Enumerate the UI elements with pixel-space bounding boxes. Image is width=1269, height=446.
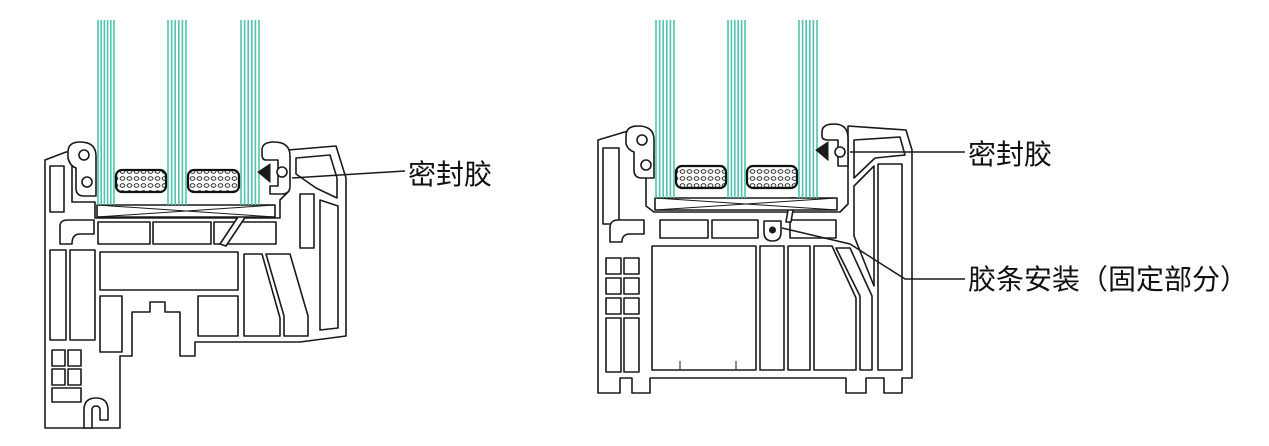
left-sash-upright-chamber bbox=[299, 193, 315, 249]
left-glass-panes bbox=[97, 20, 260, 205]
left-frame-small-chamber bbox=[51, 387, 82, 403]
left-inner-gasket-lobe bbox=[78, 149, 90, 161]
right-sash-rail-chamber bbox=[659, 219, 709, 239]
left-glazing-block bbox=[96, 204, 276, 218]
left-spacer-bar bbox=[186, 168, 241, 194]
left-profile-chambers bbox=[49, 154, 339, 429]
right-inner-glazing-gasket bbox=[625, 125, 655, 179]
right-sash-rail-chamber bbox=[711, 219, 759, 239]
left-frame-hook bbox=[59, 219, 95, 245]
left-frame-chamber-inner bbox=[69, 249, 96, 341]
right-inner-gasket-lobe bbox=[640, 159, 652, 171]
right-frame-small-chamber bbox=[605, 257, 622, 275]
right-frame-small-chamber bbox=[623, 257, 640, 275]
right-glazing-block-diagonal bbox=[654, 197, 838, 211]
left-sealant-leader-line bbox=[291, 170, 406, 179]
right-spacers bbox=[674, 164, 799, 190]
right-sash-top-chamber bbox=[853, 136, 906, 179]
left-glass-pane-2 bbox=[167, 20, 187, 205]
left-sash-upright-chamber bbox=[319, 199, 339, 331]
right-glass-pane-3 bbox=[798, 20, 818, 198]
right-glass-pane-2 bbox=[727, 20, 746, 198]
right-frame-small-chamber bbox=[623, 297, 640, 315]
right-frame-tall-chamber bbox=[605, 317, 622, 373]
right-sealant-label: 密封胶 bbox=[968, 138, 1052, 171]
right-gasket-label: 胶条安装（固定部分） bbox=[968, 263, 1248, 296]
right-outer-gasket-lobe bbox=[834, 146, 846, 158]
right-glazing-block bbox=[654, 197, 838, 211]
right-frame-chamber bbox=[759, 245, 785, 371]
right-glass-panes bbox=[655, 20, 818, 198]
right-sash-upright-chamber bbox=[877, 163, 903, 371]
left-sash-upstand-chamber bbox=[49, 165, 65, 213]
right-outer-glazing-gasket bbox=[815, 123, 849, 167]
left-spacers bbox=[114, 168, 241, 194]
left-sash-rail-chamber bbox=[152, 221, 212, 245]
right-profile-section: 密封胶 胶条安装（固定部分） bbox=[597, 20, 1248, 394]
right-spacer-bar bbox=[674, 164, 728, 190]
left-sealant-bead bbox=[257, 163, 271, 184]
left-sash-rail-chamber bbox=[97, 221, 151, 245]
right-glass-pane-1 bbox=[655, 20, 675, 198]
right-sash-rail-chamber bbox=[789, 219, 837, 239]
left-frame-slanted-chamber bbox=[265, 253, 309, 337]
left-frame-slanted-chamber bbox=[243, 253, 281, 337]
left-frame-small-chamber bbox=[51, 368, 66, 386]
left-glass-pane-3 bbox=[240, 20, 260, 205]
left-frame-chamber-outer bbox=[49, 249, 67, 341]
left-frame-lower-chamber bbox=[99, 295, 123, 353]
left-frame-bottom-hook bbox=[83, 397, 109, 429]
right-inner-gasket-lobe bbox=[636, 134, 648, 146]
right-frame-slanted-chamber bbox=[813, 245, 857, 371]
right-frame-small-chamber bbox=[623, 277, 640, 295]
left-outer-glazing-gasket bbox=[257, 141, 291, 195]
right-frame-slanted-chamber bbox=[835, 247, 873, 371]
left-frame-lower-chamber bbox=[197, 295, 239, 337]
right-gasket-strip-core bbox=[769, 226, 776, 234]
right-fixed-gasket-strip bbox=[763, 220, 782, 242]
right-spacer-bar bbox=[745, 164, 799, 190]
left-profile-section: 密封胶 bbox=[44, 20, 492, 429]
left-outer-gasket-body bbox=[261, 141, 291, 195]
right-frame-small-chamber bbox=[605, 277, 622, 295]
left-outer-gasket-lobe bbox=[276, 166, 288, 178]
left-frame-small-chamber bbox=[51, 349, 66, 367]
right-frame-small-chamber bbox=[605, 297, 622, 315]
left-glass-pane-1 bbox=[97, 20, 115, 205]
right-frame-tall-chamber bbox=[623, 317, 640, 373]
right-sash-upstand-chamber bbox=[602, 147, 620, 225]
right-sealant-bead bbox=[815, 141, 829, 162]
right-gasket-leader-line bbox=[781, 227, 965, 280]
left-sealant-label: 密封胶 bbox=[408, 158, 492, 191]
right-frame-main-chamber bbox=[651, 245, 757, 371]
right-frame-hook bbox=[609, 219, 645, 243]
left-frame-small-chamber bbox=[67, 368, 82, 386]
left-inner-glazing-gasket bbox=[67, 141, 97, 197]
right-profile-chambers bbox=[602, 136, 906, 373]
left-spacer-bar bbox=[114, 168, 168, 194]
right-frame-chamber bbox=[787, 245, 811, 371]
left-frame-main-chamber bbox=[99, 251, 239, 291]
left-glazing-block-diagonal bbox=[96, 204, 276, 218]
left-inner-gasket-lobe bbox=[81, 176, 93, 188]
left-frame-small-chamber bbox=[67, 349, 82, 367]
